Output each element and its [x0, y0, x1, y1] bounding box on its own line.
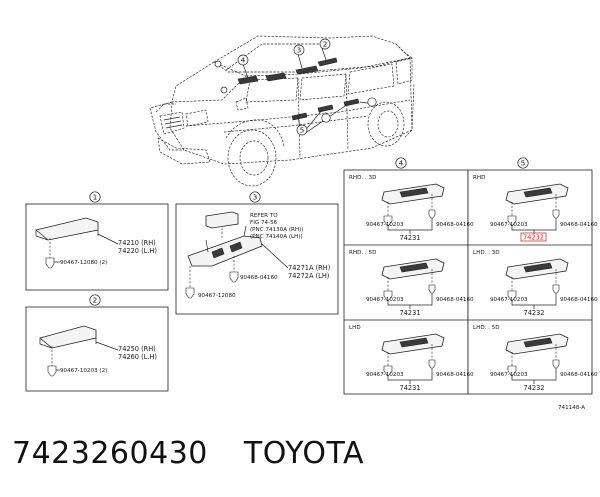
b3-part-lh: 74272A (LH): [288, 272, 329, 280]
panel-title: RHD. . 5D: [349, 250, 376, 256]
panel-p2: RHD 90467-10203 90468-04160 74232: [473, 175, 598, 242]
detail-box-3: REFER TO FIG 74-56 (PNC 74130A (RH)) (PN…: [175, 203, 339, 315]
panel-clip-number: 90467-10203: [490, 372, 528, 378]
panel-part-number: 74231: [400, 234, 421, 242]
panel-clip-number: 90467-10203: [490, 297, 528, 303]
b3-screw: 90468-04160: [240, 275, 278, 281]
svg-text:5: 5: [300, 126, 305, 135]
b2-part-rh: 74250 (RH): [118, 345, 156, 353]
panel-clip-number: 90467-10203: [366, 222, 404, 228]
b1-part-rh: 74210 (RH): [118, 239, 156, 247]
svg-text:4: 4: [399, 159, 404, 168]
b3-clip: 90467-12080: [198, 293, 236, 299]
b1-part-lh: 74220 (L.H): [118, 247, 157, 255]
panel-title: LHD: [349, 325, 361, 331]
panel-screw-number: 90468-04160: [560, 222, 598, 228]
vehicle-callout-5: 5: [296, 124, 308, 136]
vehicle-callout-3: 3: [293, 44, 305, 56]
vehicle-callout-aux-1: [214, 60, 377, 123]
b1-clip: 90467-12080 (2): [60, 260, 107, 266]
panel-title: RHD: [473, 175, 485, 181]
panel-screw-number: 90468-04160: [436, 297, 474, 303]
figure-code: 741148-A: [558, 405, 585, 411]
brand-name: TOYOTA: [243, 436, 365, 471]
panel-title: LHD. . 5D: [473, 325, 500, 331]
detail-box-1: 74210 (RH) 74220 (L.H) 90467-12080 (2): [25, 203, 169, 291]
panel-title: LHD. . 3D: [473, 250, 500, 256]
callout-1: 1: [89, 191, 101, 203]
caption: 7423260430 TOYOTA: [12, 436, 390, 476]
part-number: 7423260430: [12, 436, 208, 471]
callout-4: 4: [395, 157, 407, 169]
svg-text:2: 2: [323, 40, 328, 49]
panel-clip-number: 90467-10203: [366, 372, 404, 378]
detail-box-2: 74250 (RH) 74260 (L.H) 90467-10203 (2): [25, 306, 169, 392]
panel-screw-number: 90468-04160: [436, 372, 474, 378]
panel-p3: RHD. . 5D 90467-10203 90468-04160 74231: [349, 250, 474, 317]
svg-text:2: 2: [93, 296, 98, 305]
b3-refer-1: REFER TO: [250, 213, 278, 219]
panel-part-number: 74232: [524, 309, 545, 317]
callout-5: 5: [517, 157, 529, 169]
panel-grid: RHD. . 3D 90467-10203 90468-04160 74231 RHD 9…: [343, 169, 598, 395]
highlight-frame: [520, 232, 547, 242]
b2-part-lh: 74260 (L.H): [118, 353, 157, 361]
panel-p1: RHD. . 3D 90467-10203 90468-04160 74231: [349, 175, 474, 242]
b3-part-rh: 74271A (RH): [288, 264, 330, 272]
panel-part-number: 74231: [400, 384, 421, 392]
b2-clip: 90467-10203 (2): [60, 368, 107, 374]
callout-2: 2: [89, 294, 101, 306]
panel-part-number: 74232: [524, 384, 545, 392]
panel-screw-number: 90468-04160: [560, 297, 598, 303]
panel-part-number: 74231: [400, 309, 421, 317]
svg-text:1: 1: [93, 193, 98, 202]
b3-refer-4: (PNC 74140A (LH)): [250, 234, 303, 240]
svg-text:3: 3: [297, 46, 302, 55]
panel-clip-number: 90467-10203: [366, 297, 404, 303]
vehicle-illustration: [149, 35, 415, 187]
panel-part-number: 74232: [523, 234, 544, 242]
panel-p6: LHD. . 5D 90467-10203 90468-04160 74232: [473, 325, 598, 392]
b3-refer-3: (PNC 74130A (RH)): [250, 227, 303, 233]
panel-screw-number: 90468-04160: [436, 222, 474, 228]
vehicle-callout-2: 2: [319, 38, 331, 50]
svg-text:4: 4: [241, 56, 246, 65]
svg-text:5: 5: [521, 159, 526, 168]
svg-text:3: 3: [253, 193, 258, 202]
panel-p5: LHD 90467-10203 90468-04160 74231: [349, 325, 474, 392]
callout-3: 3: [249, 191, 261, 203]
b3-refer-2: FIG 74-56: [250, 220, 278, 226]
panel-p4: LHD. . 3D 90467-10203 90468-04160 74232: [473, 250, 598, 317]
panel-screw-number: 90468-04160: [560, 372, 598, 378]
panel-clip-number: 90467-10203: [490, 222, 528, 228]
panel-title: RHD. . 3D: [349, 175, 376, 181]
vehicle-callout-4: 4: [237, 54, 249, 66]
